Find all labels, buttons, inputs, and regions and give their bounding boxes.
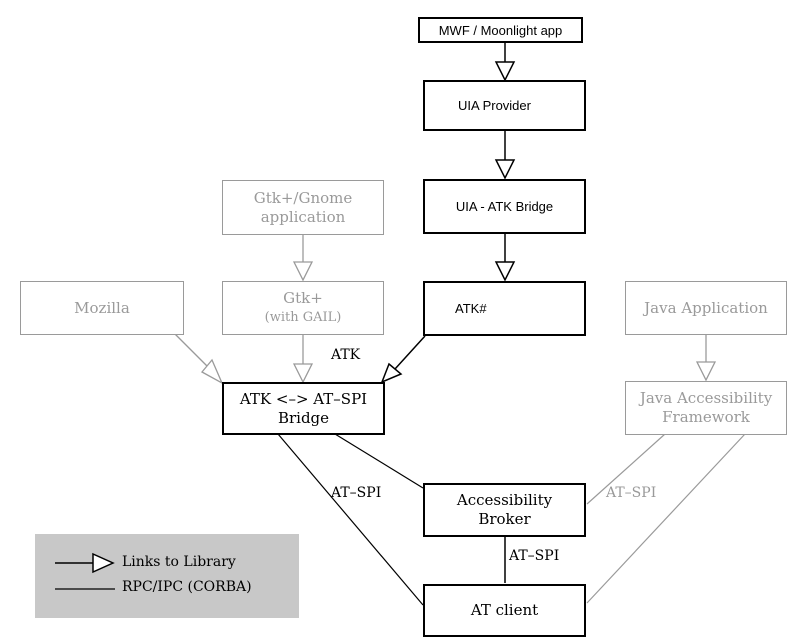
rpc-java-to-at-client	[586, 433, 746, 604]
node-atk-sharp-label: ATK#	[455, 301, 487, 316]
node-gtk-label-2: (with GAIL)	[264, 310, 342, 325]
node-java-access-label-1: Java Accessibility	[639, 389, 773, 407]
node-at-client-label: AT client	[470, 601, 539, 619]
link-mozilla-to-atk-bridge	[174, 333, 224, 385]
node-broker-label-2: Broker	[478, 510, 531, 528]
node-atk-atspi-bridge: ATK <–> AT–SPI Bridge	[222, 382, 385, 435]
link-atk-sharp-to-atk-bridge	[380, 335, 426, 384]
node-java-accessibility-framework: Java Accessibility Framework	[625, 381, 787, 435]
link-gtk-gnome-to-gtk	[292, 234, 314, 282]
rpc-java-to-broker	[586, 433, 666, 505]
node-atk-bridge-label-2: Bridge	[277, 408, 330, 427]
legend-rpc-line-icon	[55, 588, 115, 590]
node-gtk-gnome-label-1: Gtk+/Gnome	[253, 188, 353, 207]
node-at-client: AT client	[423, 584, 586, 637]
node-uia-provider-label: UIA Provider	[458, 98, 531, 113]
node-uia-provider: UIA Provider	[423, 80, 586, 131]
legend-links-label: Links to Library	[122, 554, 236, 570]
edge-label-atspi-bottom: AT–SPI	[509, 548, 560, 564]
node-atk-bridge-label-1: ATK <–> AT–SPI	[239, 389, 368, 408]
node-java-access-label-2: Framework	[662, 408, 750, 426]
node-gtk-gnome-application: Gtk+/Gnome application	[222, 180, 384, 235]
node-mwf-label: MWF / Moonlight app	[438, 22, 563, 38]
node-uia-atk-bridge: UIA - ATK Bridge	[423, 179, 586, 234]
legend: Links to Library RPC/IPC (CORBA)	[35, 534, 299, 618]
link-uia-provider-to-bridge	[494, 130, 516, 180]
edge-label-atspi-right: AT–SPI	[606, 485, 657, 501]
node-gtk-with-gail: Gtk+ (with GAIL)	[222, 281, 384, 335]
rpc-bridge-to-broker	[334, 433, 424, 489]
node-mozilla: Mozilla	[20, 281, 184, 335]
rpc-bridge-to-at-client	[277, 433, 424, 606]
node-gtk-label-1: Gtk+	[283, 289, 323, 307]
link-mwf-to-uia-provider	[494, 42, 516, 82]
node-broker-label-1: Accessibility	[456, 491, 553, 509]
node-mozilla-label: Mozilla	[74, 298, 130, 317]
link-bridge-to-atk-sharp	[494, 233, 516, 282]
edge-label-atspi-left: AT–SPI	[331, 485, 382, 501]
node-uia-atk-bridge-label: UIA - ATK Bridge	[455, 199, 554, 214]
node-gtk-gnome-label-2: application	[260, 207, 346, 226]
node-atk-sharp: ATK#	[423, 281, 586, 336]
edge-label-atk: ATK	[331, 347, 361, 363]
link-java-app-to-java-access	[695, 334, 717, 382]
node-java-application: Java Application	[625, 281, 787, 335]
node-java-app-label: Java Application	[644, 298, 768, 317]
link-gtk-to-atk-bridge	[292, 334, 314, 384]
node-accessibility-broker: Accessibility Broker	[423, 483, 586, 537]
legend-rpc-label: RPC/IPC (CORBA)	[122, 579, 252, 595]
node-mwf-moonlight-app: MWF / Moonlight app	[418, 17, 583, 43]
legend-links-arrow-icon	[55, 552, 115, 574]
